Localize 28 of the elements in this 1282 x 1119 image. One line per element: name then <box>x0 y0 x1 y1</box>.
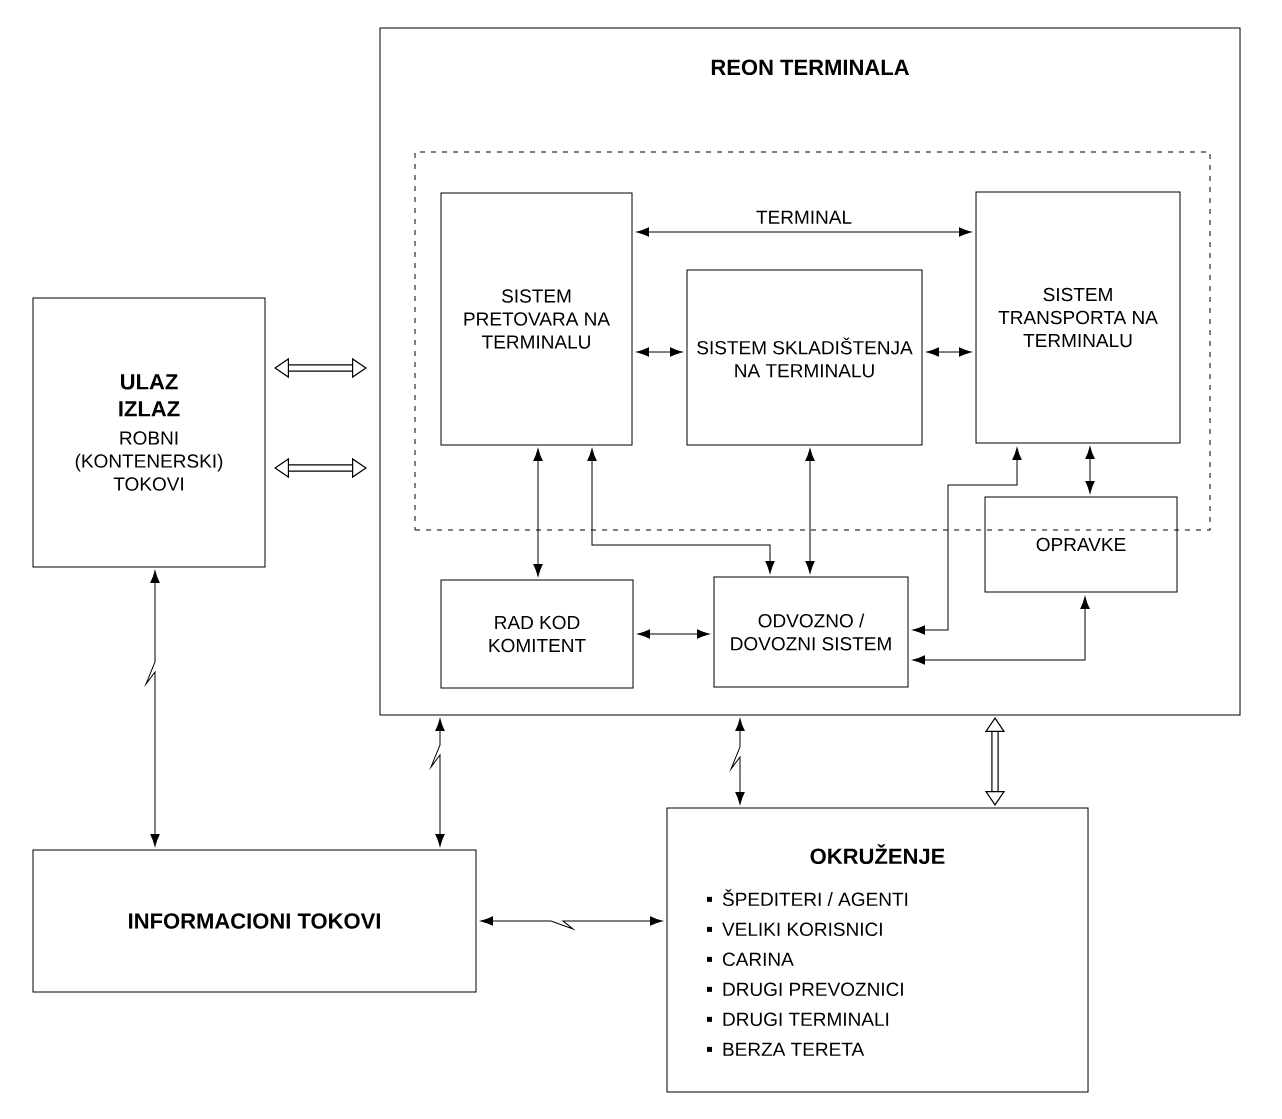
arrow <box>912 596 1090 665</box>
arrow <box>274 457 367 479</box>
process-box: SISTEM TRANSPORTA NA TERMINALU <box>975 191 1181 444</box>
edge-label: TERMINAL <box>754 208 855 226</box>
process-box: OPRAVKE <box>984 496 1178 593</box>
arrow <box>430 718 445 847</box>
process-box: OKRUŽENJE ŠPEDITERI / AGENTI VELIKI KORISNICI CARINA DRUGI PREVOZNICI DRUGI TERMINALI BERZA TERETA <box>666 807 1089 1093</box>
process-box: RAD KOD KOMITENT <box>440 579 634 689</box>
process-box: INFORMACIONI TOKOVI <box>32 849 477 993</box>
dashed-frame <box>414 151 1211 531</box>
arrow <box>480 916 663 930</box>
arrow <box>1085 446 1095 494</box>
process-box: SISTEM PRETOVARA NA TERMINALU <box>440 192 633 446</box>
process-box: ODVOZNO / DOVOZNI SISTEM <box>713 576 909 688</box>
arrow <box>912 447 1022 635</box>
arrow <box>636 347 683 357</box>
arrow <box>926 347 972 357</box>
process-box: SISTEM SKLADIŠTENJA NA TERMINALU <box>686 269 923 446</box>
arrow <box>637 629 710 639</box>
arrow <box>587 448 775 574</box>
arrow <box>145 570 160 847</box>
arrow <box>730 718 745 805</box>
process-box: ULAZ IZLAZ ROBNI (KONTENERSKI) TOKOVI <box>32 297 266 568</box>
arrow <box>274 357 367 379</box>
arrow <box>636 227 972 237</box>
arrow <box>533 448 543 577</box>
arrow <box>805 448 815 574</box>
arrow <box>984 717 1006 806</box>
